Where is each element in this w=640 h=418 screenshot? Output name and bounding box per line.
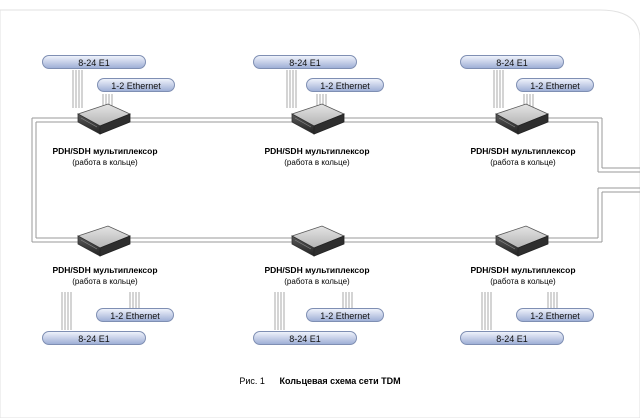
node-subtitle-6: (работа в кольце) <box>490 277 556 286</box>
tributary-lines-top <box>72 70 534 108</box>
node-title-4: PDH/SDH мультиплексор <box>52 265 158 275</box>
e1-bundle-top-2 <box>286 70 297 108</box>
node-label-2: PDH/SDH мультиплексор (работа в кольце) <box>242 146 392 168</box>
node-label-4: PDH/SDH мультиплексор (работа в кольце) <box>30 265 180 287</box>
e1-bundle-bottom-1 <box>61 292 72 330</box>
node-label-5: PDH/SDH мультиплексор (работа в кольце) <box>242 265 392 287</box>
node-subtitle-3: (работа в кольце) <box>490 158 556 167</box>
ethernet-pill-2: 1-2 Ethernet <box>306 78 384 92</box>
e1-pill-2: 8-24 E1 <box>253 55 357 69</box>
figure-number: Рис. 1 <box>239 376 265 386</box>
e1-pill-4: 8-24 E1 <box>42 331 146 345</box>
ethernet-pill-3: 1-2 Ethernet <box>516 78 594 92</box>
e1-pill-6: 8-24 E1 <box>460 331 564 345</box>
e1-bundle-top-3 <box>493 70 504 108</box>
node-title-1: PDH/SDH мультиплексор <box>52 146 158 156</box>
e1-bundle-bottom-2 <box>274 292 285 330</box>
ethernet-pill-1: 1-2 Ethernet <box>97 78 175 92</box>
ethernet-pill-4: 1-2 Ethernet <box>96 308 174 322</box>
e1-pill-1: 8-24 E1 <box>42 55 146 69</box>
background-panel <box>0 9 640 418</box>
eth-bundle-bottom-2 <box>342 292 353 308</box>
node-title-3: PDH/SDH мультиплексор <box>470 146 576 156</box>
node-label-3: PDH/SDH мультиплексор (работа в кольце) <box>448 146 598 168</box>
node-title-2: PDH/SDH мультиплексор <box>264 146 370 156</box>
figure-caption: Рис. 1 Кольцевая схема сети TDM <box>0 376 640 386</box>
node-title-6: PDH/SDH мультиплексор <box>470 265 576 275</box>
ethernet-pill-6: 1-2 Ethernet <box>516 308 594 322</box>
tributary-lines-bottom <box>61 292 558 330</box>
e1-pill-5: 8-24 E1 <box>253 331 357 345</box>
node-subtitle-5: (работа в кольце) <box>284 277 350 286</box>
node-subtitle-1: (работа в кольце) <box>72 158 138 167</box>
eth-bundle-bottom-3 <box>547 292 558 308</box>
e1-pill-3: 8-24 E1 <box>460 55 564 69</box>
e1-bundle-top-1 <box>72 70 83 108</box>
node-subtitle-2: (работа в кольце) <box>284 158 350 167</box>
figure-title: Кольцевая схема сети TDM <box>279 376 401 386</box>
eth-bundle-bottom-1 <box>129 292 140 308</box>
node-title-5: PDH/SDH мультиплексор <box>264 265 370 275</box>
node-subtitle-4: (работа в кольце) <box>72 277 138 286</box>
node-label-6: PDH/SDH мультиплексор (работа в кольце) <box>448 265 598 287</box>
ethernet-pill-5: 1-2 Ethernet <box>306 308 384 322</box>
node-label-1: PDH/SDH мультиплексор (работа в кольце) <box>30 146 180 168</box>
e1-bundle-bottom-3 <box>481 292 492 330</box>
